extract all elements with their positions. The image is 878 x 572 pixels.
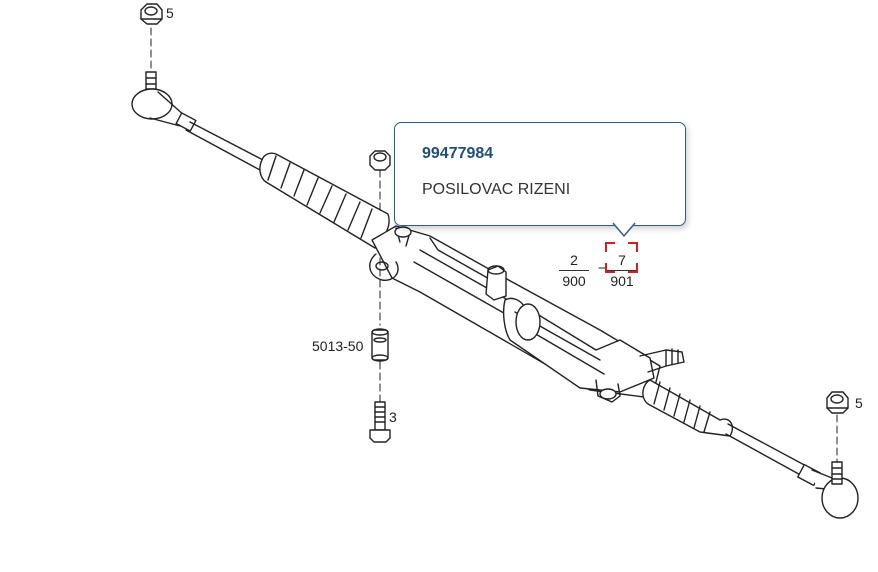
hotspot-corner [628, 263, 638, 273]
right-tie-rod-end [811, 461, 859, 519]
fraction-denominator: 900 [562, 273, 586, 289]
left-tie-rod [185, 121, 266, 171]
tooltip-pointer [612, 222, 636, 238]
tooltip-description: POSILOVAC RIZENI [422, 181, 571, 198]
right-boot [642, 379, 734, 437]
tooltip-part-number[interactable]: 99477984 [422, 145, 494, 162]
fraction-7-901[interactable]: 7 901 [605, 252, 639, 289]
selected-hotspot[interactable] [605, 242, 638, 273]
fraction-bar [607, 270, 637, 271]
left-boot [259, 152, 390, 249]
center-nut-part [369, 150, 391, 171]
left-tie-rod-end [131, 71, 197, 132]
part-tooltip: 99477984 POSILOVAC RIZENI [394, 122, 686, 226]
fraction-bar [559, 270, 589, 271]
hotspot-corner [628, 242, 638, 252]
callout-right-nut[interactable]: 5 [855, 395, 863, 411]
fraction-numerator: 2 [570, 252, 578, 268]
right-tie-rod [725, 423, 821, 487]
bolt-part [369, 401, 391, 443]
hotspot-corner [605, 242, 615, 252]
fraction-numerator: 7 [618, 252, 626, 268]
rack-housing [369, 225, 685, 403]
fraction-2-900[interactable]: 2 900 [557, 252, 591, 289]
hotspot-corner [605, 263, 615, 273]
callout-bushing[interactable]: 5013-50 [312, 338, 364, 354]
callout-bolt[interactable]: 3 [389, 409, 397, 425]
bushing-part [371, 328, 389, 362]
right-nut-part [826, 391, 849, 414]
callout-upper-nut[interactable]: 5 [166, 5, 174, 21]
fraction-denominator: 901 [610, 273, 634, 289]
upper-nut-part [140, 3, 163, 25]
